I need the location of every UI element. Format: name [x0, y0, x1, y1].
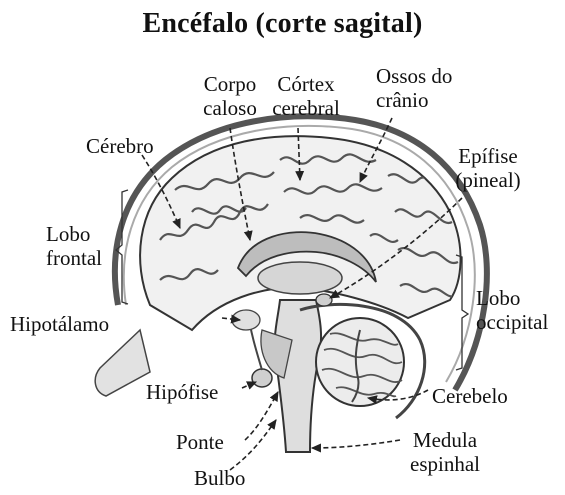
label-lobo-frontal: Lobo frontal: [46, 222, 102, 270]
arrow-hipofise: [242, 382, 256, 388]
label-hipofise: Hipófise: [146, 380, 218, 404]
pineal-gland: [316, 294, 332, 306]
label-epifise: Epífise (pineal): [438, 144, 538, 192]
label-cerebro: Cérebro: [86, 134, 154, 158]
arrow-ponte: [245, 392, 278, 440]
label-hipotalamo: Hipotálamo: [10, 312, 109, 336]
label-ossos-cranio: Ossos do crânio: [376, 64, 452, 112]
face-stub: [95, 330, 150, 396]
pituitary: [252, 369, 272, 387]
label-cerebelo: Cerebelo: [432, 384, 508, 408]
arrow-bulbo: [230, 420, 276, 470]
label-medula-espinhal: Medula espinhal: [398, 428, 492, 476]
arrow-medula: [312, 440, 400, 448]
cerebellum: [316, 318, 404, 406]
label-bulbo: Bulbo: [194, 466, 245, 490]
label-ponte: Ponte: [176, 430, 224, 454]
label-lobo-occipital: Lobo occipital: [476, 286, 548, 334]
label-cortex-cerebral: Córtex cerebral: [258, 72, 354, 120]
